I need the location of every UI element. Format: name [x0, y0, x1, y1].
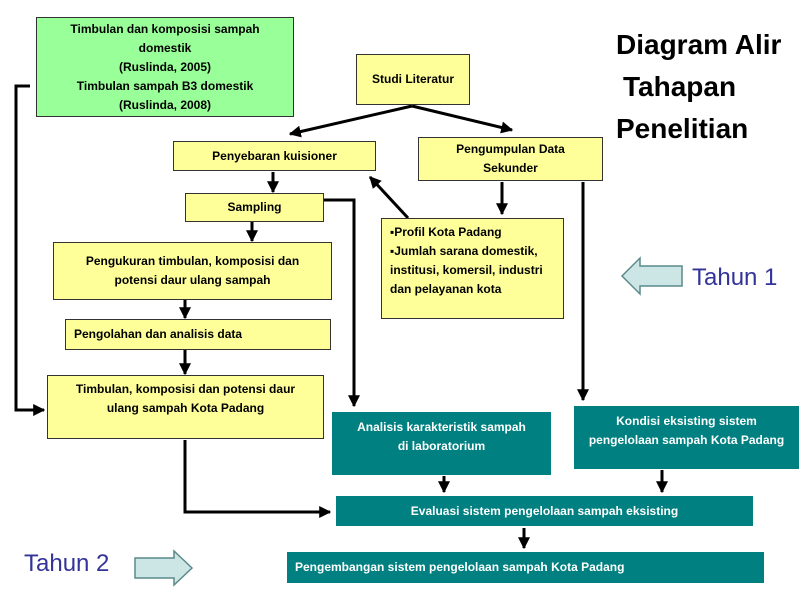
pengembangan-box: Pengembangan sistem pengelolaan sampah K… — [286, 551, 765, 584]
diagram-title-line1: Diagram Alir — [616, 29, 782, 60]
tahun2-label: Tahun 2 — [24, 550, 110, 577]
diagram-title-line2: Tahapan — [623, 71, 737, 102]
timbulan-padang-box: Timbulan, komposisi dan potensi daur ula… — [47, 375, 324, 439]
penyebaran-kuisioner-box: Penyebaran kuisioner — [173, 141, 376, 171]
pengumpulan-data-box: Pengumpulan Data Sekunder — [418, 137, 603, 181]
tahun1-arrow-icon — [620, 256, 683, 296]
arrow-ref-to-timbulan — [14, 84, 46, 416]
arrow-sampling-to-lab — [324, 198, 360, 408]
reference-box: Timbulan dan komposisi sampah domestik (… — [36, 17, 294, 117]
tahun1-label: Tahun 1 — [692, 264, 778, 291]
analisis-lab-box: Analisis karakteristik sampah di laborat… — [331, 411, 552, 476]
profil-box: ▪Profil Kota Padang ▪Jumlah sarana domes… — [381, 218, 564, 319]
arrow-studi-to-sekunder — [411, 104, 514, 134]
evaluasi-box: Evaluasi sistem pengelolaan sampah eksis… — [335, 495, 754, 527]
tahun2-arrow-icon — [134, 549, 194, 587]
arrow-studi-to-kuisioner — [288, 104, 413, 138]
profil-item: institusi, komersil, industri — [390, 263, 543, 277]
arrow-timbulan-to-evaluasi — [183, 440, 332, 518]
profil-item: ▪Jumlah sarana domestik, — [390, 244, 538, 258]
arrow-profil-to-kuisioner — [368, 175, 410, 220]
kondisi-eksisting-box: Kondisi eksisting sistem pengelolaan sam… — [573, 405, 800, 470]
pengolahan-box: Pengolahan dan analisis data — [65, 319, 331, 350]
studi-literatur-box: Studi Literatur — [356, 54, 470, 105]
profil-item: ▪Profil Kota Padang — [390, 225, 502, 239]
sampling-box: Sampling — [185, 193, 324, 222]
pengukuran-box: Pengukuran timbulan, komposisi dan poten… — [53, 242, 332, 300]
profil-item: dan pelayanan kota — [390, 282, 502, 296]
diagram-title-line3: Penelitian — [616, 113, 749, 144]
